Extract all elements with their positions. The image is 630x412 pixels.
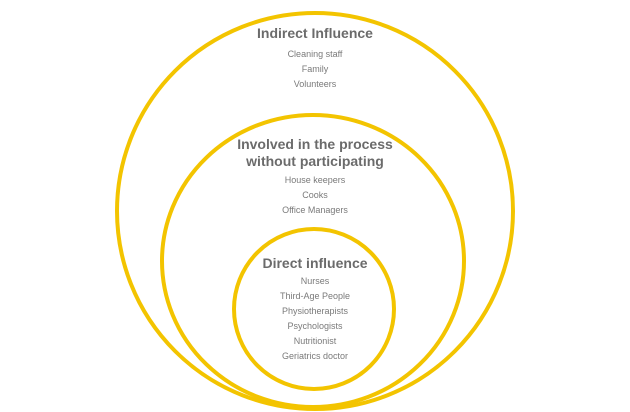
- list-item: Office Managers: [282, 205, 348, 215]
- list-item: Volunteers: [293, 79, 337, 89]
- involved-list: House keepers Cooks Office Managers: [215, 173, 415, 218]
- list-item: Cooks: [302, 190, 328, 200]
- list-item: Cleaning staff: [287, 49, 343, 59]
- list-item: Nurses: [300, 276, 330, 286]
- list-item: Third-Age People: [279, 291, 351, 301]
- list-item: Psychologists: [287, 321, 343, 331]
- list-item: Physiotherapists: [281, 306, 349, 316]
- direct-influence-title: Direct influence: [262, 255, 368, 271]
- direct-influence-list: Nurses Third-Age People Physiotherapists…: [215, 274, 415, 364]
- involved-title-line2: without participating: [246, 153, 384, 169]
- list-item: Geriatrics doctor: [281, 351, 349, 361]
- list-item: Nutritionist: [293, 336, 337, 346]
- indirect-influence-list: Cleaning staff Family Volunteers: [215, 47, 415, 92]
- involved-title: Involved in the process without particip…: [195, 136, 435, 170]
- outer-ring: [115, 11, 515, 411]
- involved-title-line1: Involved in the process: [237, 136, 393, 152]
- indirect-influence-title: Indirect Influence: [257, 25, 373, 41]
- inner-ring: [232, 227, 396, 391]
- middle-ring: [160, 113, 466, 409]
- list-item: House keepers: [284, 175, 346, 185]
- list-item: Family: [301, 64, 329, 74]
